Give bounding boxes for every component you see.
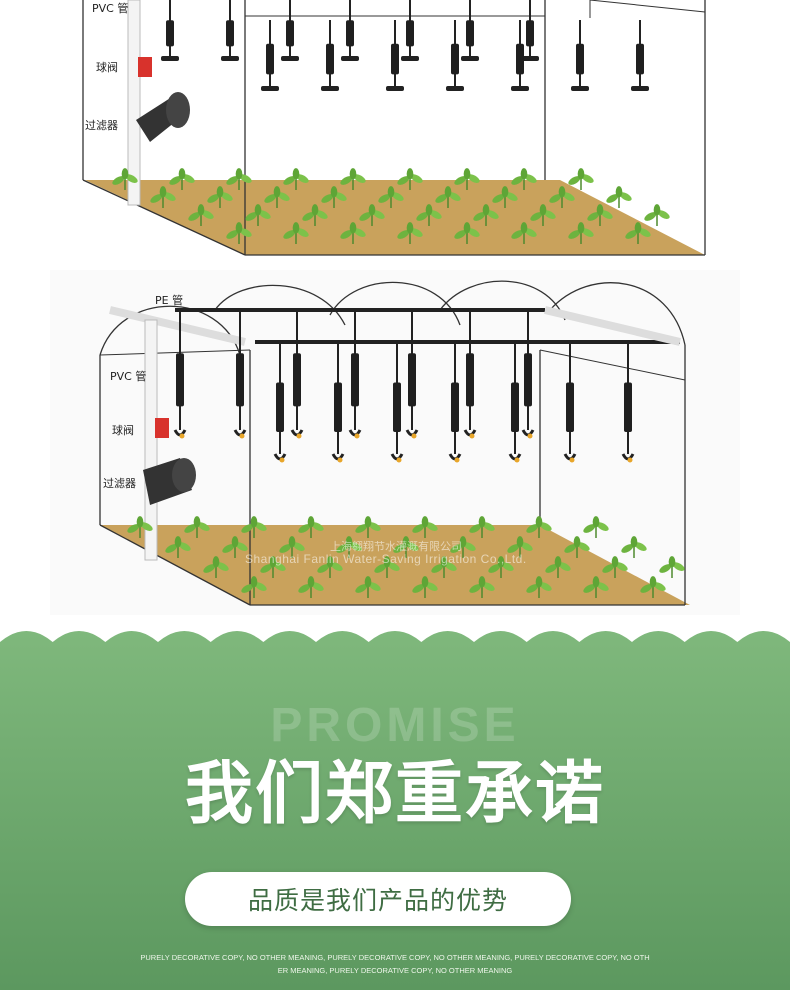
quality-pill: 品质是我们产品的优势 — [185, 872, 571, 926]
greenhouse-sketch-1 — [82, 0, 706, 256]
decorative-copy-line-1: PURELY DECORATIVE COPY, NO OTHER MEANING… — [140, 953, 650, 962]
greenhouse-sketch-2 — [50, 270, 740, 615]
ball-valve-label: 球阀 — [112, 424, 134, 437]
irrigation-diagram-1: PVC 管 球阀 过滤器 — [0, 0, 790, 260]
ball-valve-label: 球阀 — [96, 61, 118, 74]
quality-pill-text: 品质是我们产品的优势 — [247, 886, 508, 915]
company-watermark-cn: 上海翱翔节水灌溉有限公司 — [330, 540, 462, 553]
pe-pipe-label: PE 管 — [155, 294, 184, 307]
pvc-pipe-label: PVC 管 — [92, 2, 129, 15]
promise-background-word: PROMISE — [270, 699, 520, 752]
company-watermark-en: Shanghai Fanlin Water-Saving Irrigation … — [245, 552, 527, 566]
filter-label: 过滤器 — [85, 119, 118, 132]
decorative-copy-line-2: ER MEANING, PURELY DECORATIVE COPY, NO O… — [277, 966, 513, 975]
irrigation-diagram-2: PE 管 PVC 管 球阀 过滤器 — [0, 270, 790, 615]
promise-title: 我们郑重承诺 — [184, 755, 605, 834]
pvc-pipe-label: PVC 管 — [110, 370, 147, 383]
filter-label: 过滤器 — [103, 477, 136, 490]
